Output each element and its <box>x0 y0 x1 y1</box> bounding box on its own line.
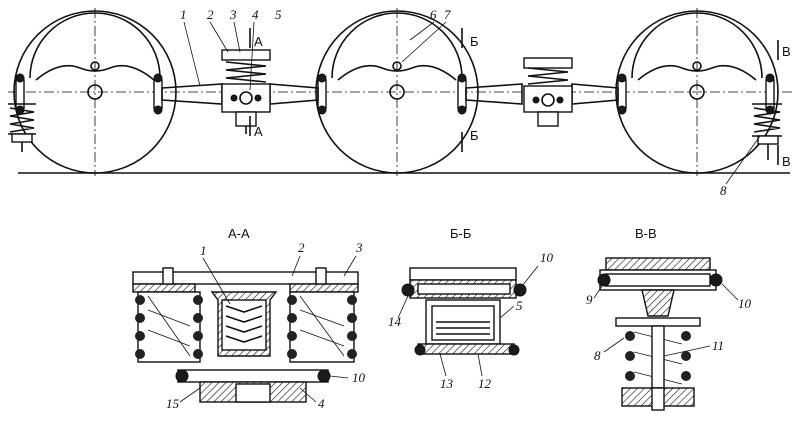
section-aa: А-А <box>132 226 366 411</box>
section-mark-b-bottom: Б <box>470 128 479 143</box>
section-mark-v-bottom: В <box>782 154 791 169</box>
callout-1: 1 <box>180 7 187 22</box>
aa-callout-10: 10 <box>352 370 366 385</box>
aa-callout-1: 1 <box>200 243 207 258</box>
callout-8: 8 <box>720 183 727 198</box>
vv-callout-9: 9 <box>586 292 593 307</box>
callout-7: 7 <box>444 7 451 22</box>
aa-callout-15: 15 <box>166 396 180 411</box>
section-bb-title: Б-Б <box>450 226 471 241</box>
section-vv: В-В 9 10 8 11 <box>586 226 752 411</box>
bb-callout-13: 13 <box>440 376 454 391</box>
section-mark-a-top: А <box>254 34 263 49</box>
bb-callout-5: 5 <box>516 298 523 313</box>
section-mark-b-top: Б <box>470 34 479 49</box>
aa-callout-4: 4 <box>318 396 325 411</box>
section-bb: Б-Б 10 14 5 13 12 <box>388 226 554 391</box>
balancer-right <box>465 57 619 127</box>
section-mark-a-bottom: А <box>254 124 263 139</box>
balancer-left <box>161 49 319 134</box>
aa-callout-3: 3 <box>355 240 363 255</box>
wheel-right <box>615 8 782 176</box>
callout-2: 2 <box>207 7 214 22</box>
aa-callout-2: 2 <box>298 240 305 255</box>
callout-3: 3 <box>229 7 237 22</box>
bb-callout-12: 12 <box>478 376 492 391</box>
callout-5: 5 <box>275 7 282 22</box>
section-aa-title: А-А <box>228 226 250 241</box>
callout-6: 6 <box>430 7 437 22</box>
top-view: А А Б Б В В 1 2 3 4 5 6 7 8 <box>8 7 792 198</box>
vv-callout-10: 10 <box>738 296 752 311</box>
callout-4: 4 <box>252 7 259 22</box>
vv-callout-11: 11 <box>712 338 724 353</box>
bb-callout-10: 10 <box>540 250 554 265</box>
bb-callout-14: 14 <box>388 314 402 329</box>
vv-callout-8: 8 <box>594 348 601 363</box>
section-vv-title: В-В <box>635 226 657 241</box>
section-mark-v-top: В <box>782 44 791 59</box>
